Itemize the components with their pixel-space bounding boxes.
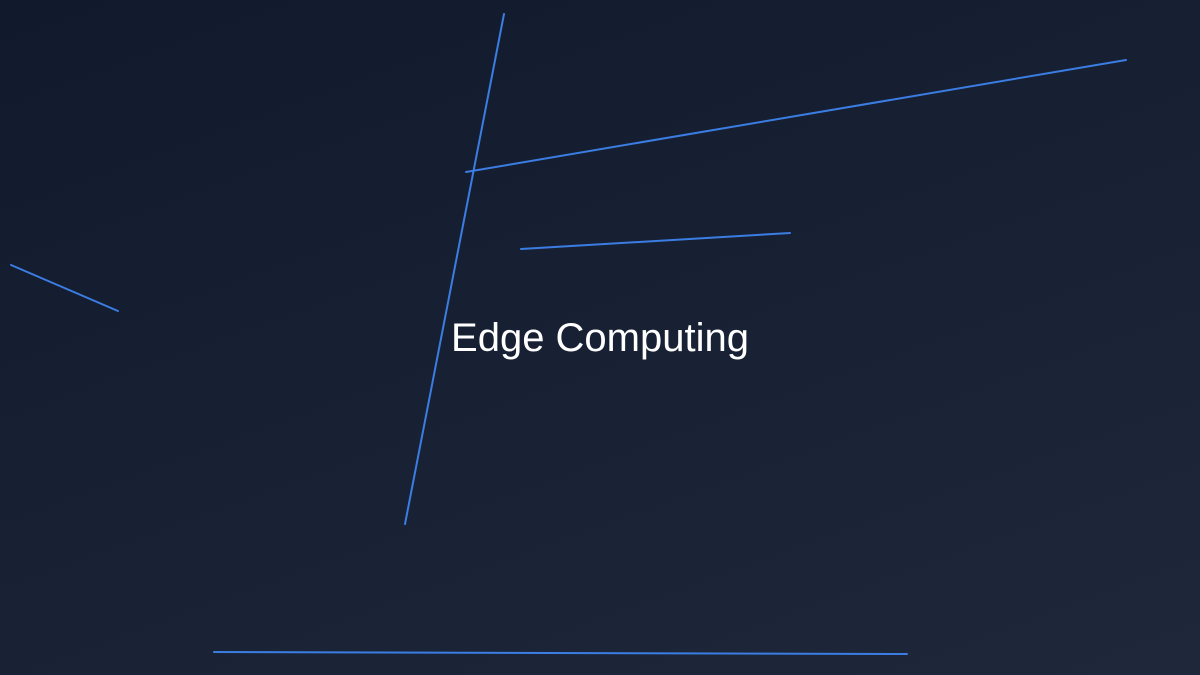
- decor-line: [10, 264, 119, 312]
- slide-title: Edge Computing: [451, 316, 749, 360]
- decor-line: [213, 651, 908, 655]
- decor-line: [520, 232, 791, 250]
- decor-line: [465, 59, 1127, 173]
- decor-line: [404, 13, 505, 525]
